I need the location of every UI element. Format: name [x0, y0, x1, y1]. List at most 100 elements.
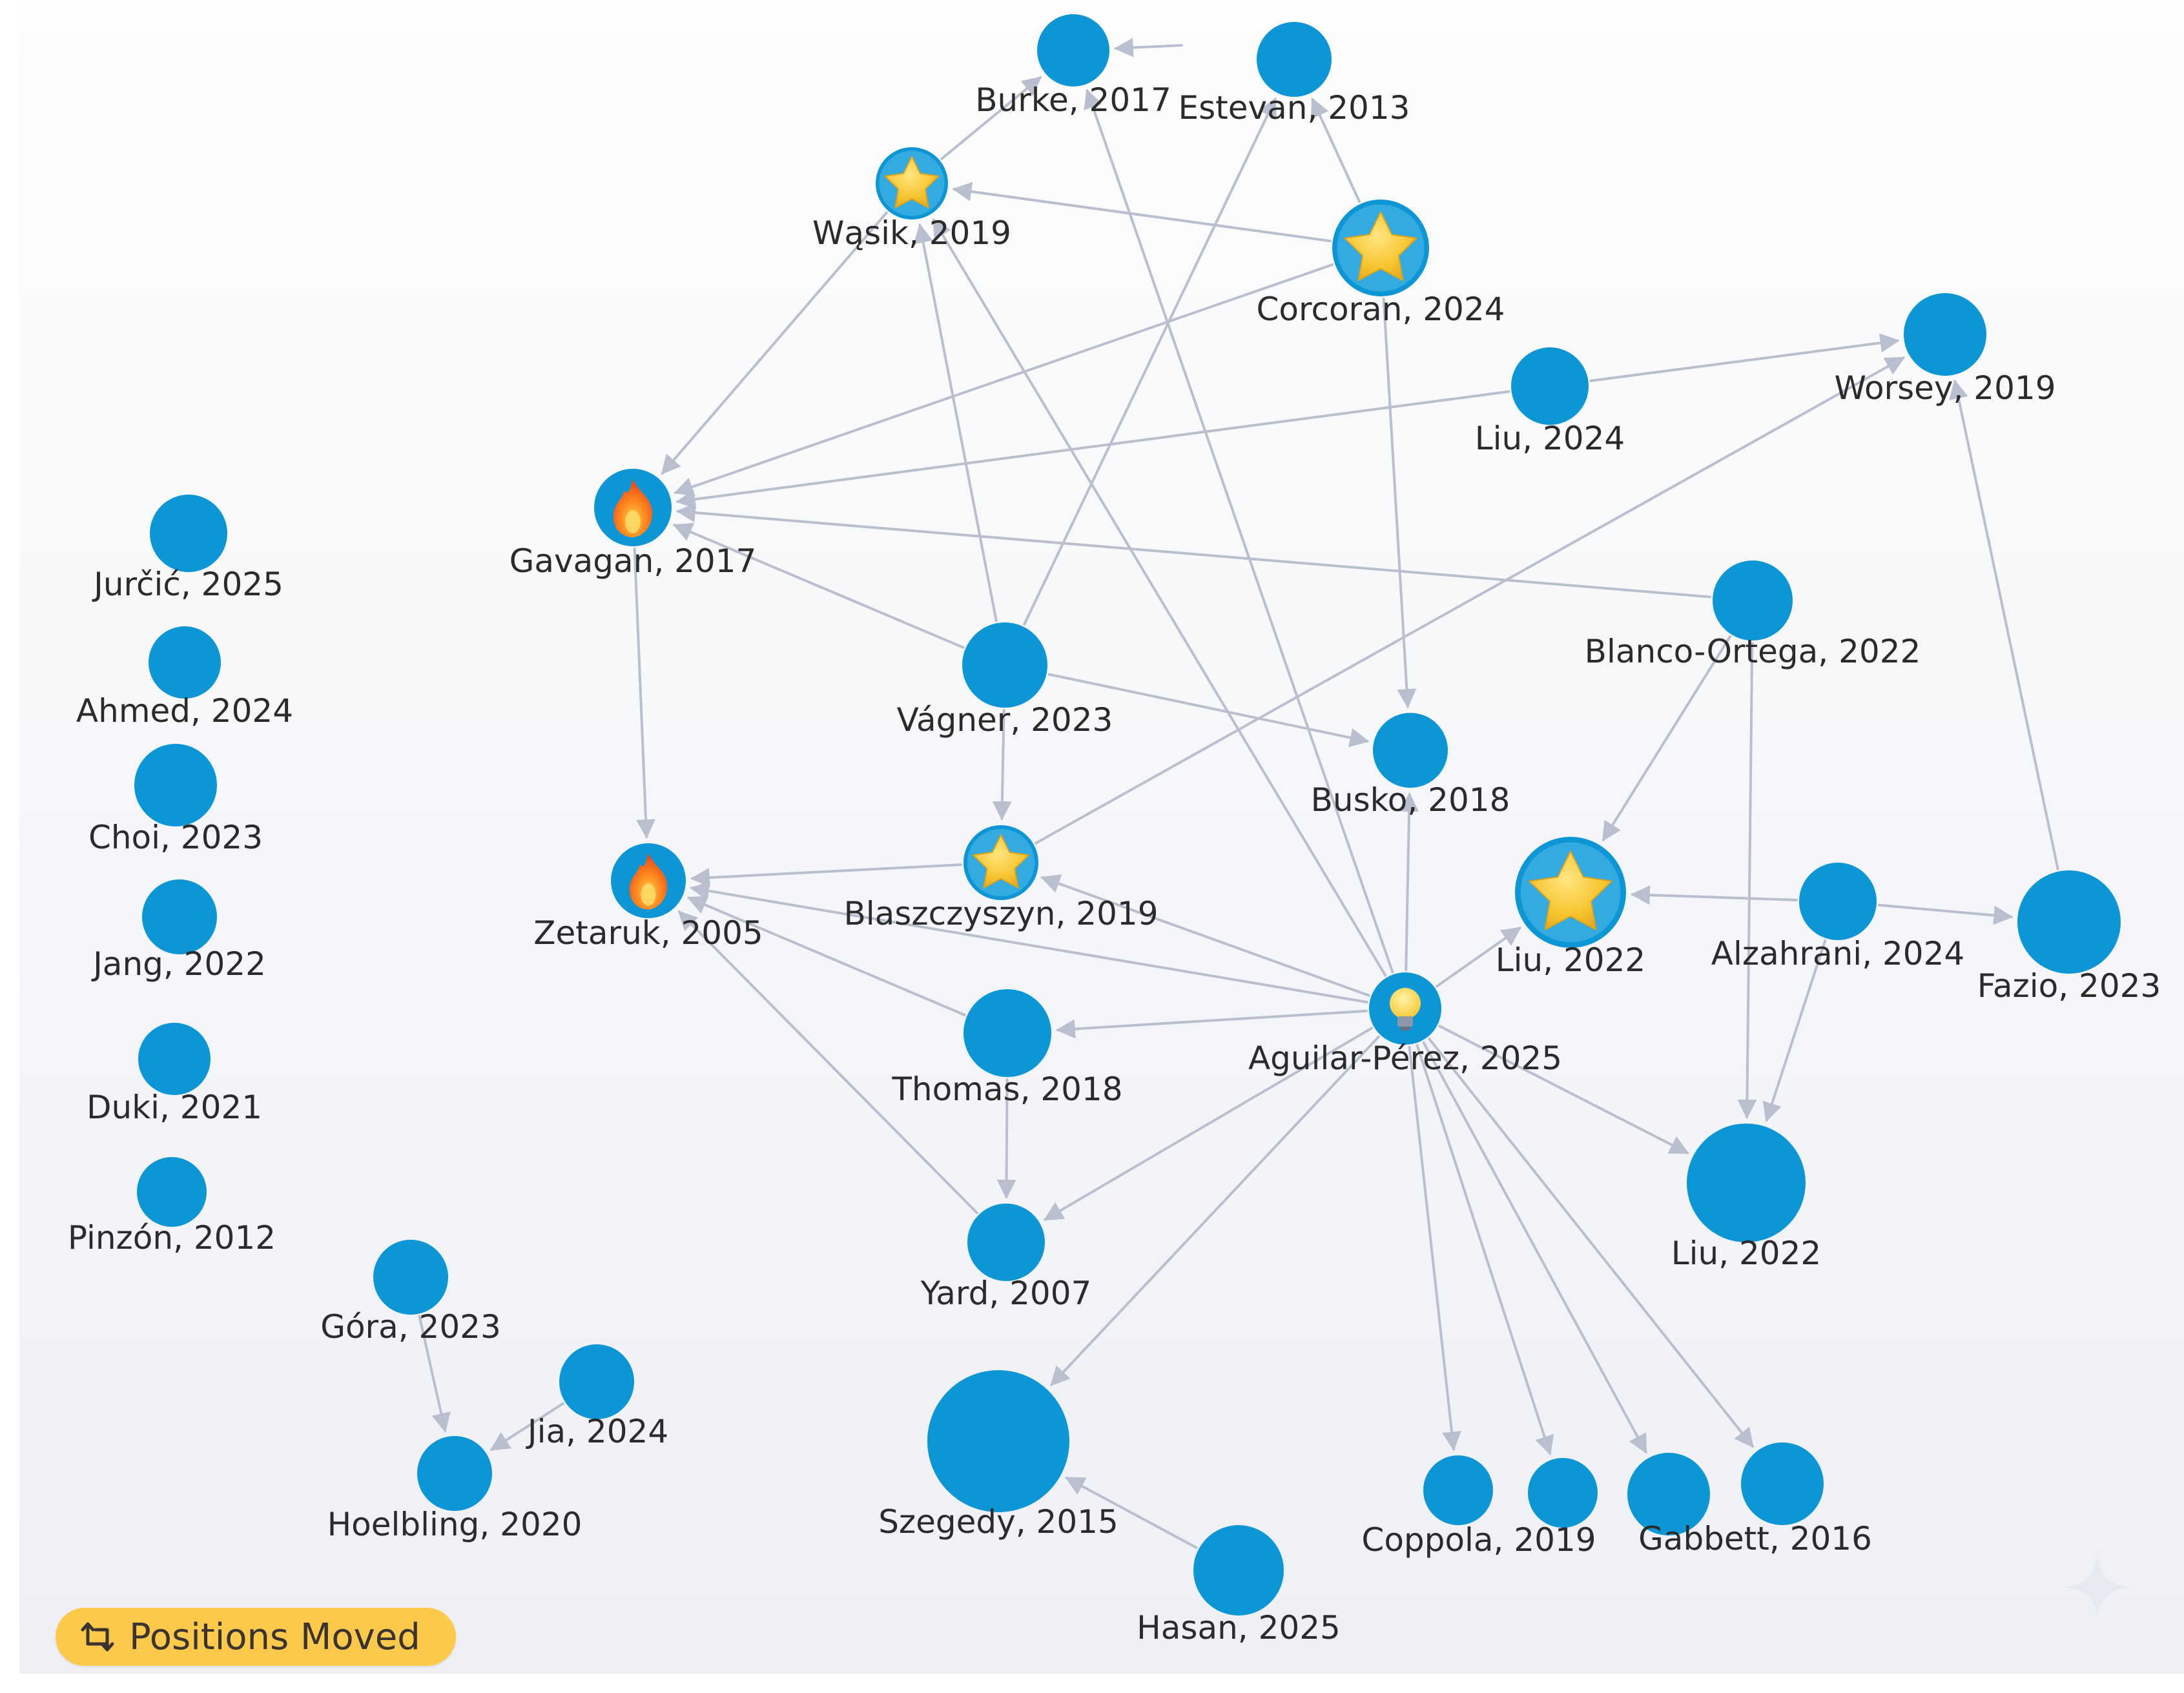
- node-circle[interactable]: [1904, 293, 1986, 376]
- bottom-border: [0, 1674, 2184, 1693]
- node-circle[interactable]: [150, 495, 227, 572]
- fire-icon: [613, 479, 653, 537]
- edge-vagner2023-to-blaszczyszyn2019: [992, 708, 1012, 821]
- node-unlabeled2[interactable]: [1627, 1453, 1710, 1535]
- edge-aguilar2025-to-liu2022b: [1438, 1025, 1689, 1154]
- node-label: Liu, 2022: [1671, 1235, 1821, 1272]
- node-gora2023[interactable]: [373, 1240, 448, 1315]
- node-vagner2023[interactable]: [962, 622, 1047, 708]
- node-circle[interactable]: [1373, 713, 1448, 788]
- edge-hasan2025-to-szegedy2015: [1065, 1476, 1198, 1549]
- edge-corcoran2024-to-estevan2013: [1310, 97, 1361, 203]
- node-busko2018[interactable]: [1373, 713, 1448, 788]
- node-blaszczyszyn2019[interactable]: [963, 825, 1038, 900]
- node-circle[interactable]: [149, 626, 221, 699]
- edge-jia2024-to-hoelbling2020: [489, 1402, 564, 1452]
- node-circle[interactable]: [1799, 863, 1877, 940]
- node-label: Liu, 2024: [1475, 420, 1625, 457]
- fire-icon: [629, 853, 668, 910]
- node-corcoran2024[interactable]: [1332, 200, 1429, 296]
- node-circle[interactable]: [1687, 1124, 1806, 1242]
- node-hasan2025[interactable]: [1193, 1525, 1284, 1616]
- node-jia2024[interactable]: [559, 1344, 634, 1419]
- node-circle[interactable]: [1193, 1525, 1284, 1616]
- node-circle[interactable]: [1037, 14, 1109, 87]
- node-circle[interactable]: [1741, 1442, 1824, 1525]
- node-liu2024[interactable]: [1511, 347, 1589, 425]
- node-liu2022a[interactable]: [1515, 837, 1626, 948]
- node-label: Alzahrani, 2024: [1711, 935, 1964, 972]
- node-circle[interactable]: [138, 1023, 211, 1095]
- node-label: Gavagan, 2017: [510, 542, 757, 580]
- node-thomas2018[interactable]: [963, 989, 1051, 1077]
- node-gavagan2017[interactable]: [594, 469, 672, 546]
- edge-yard2007-to-zetaruk2005: [677, 910, 978, 1215]
- badge-label: Positions Moved: [129, 1616, 420, 1658]
- edge-aguilar2025-to-unlabeled1: [1416, 1044, 1554, 1455]
- star-icon: [884, 156, 940, 209]
- node-duki2021[interactable]: [138, 1023, 211, 1095]
- node-jang2022[interactable]: [142, 879, 217, 954]
- node-label: Jang, 2022: [91, 945, 266, 983]
- node-gabbett2016[interactable]: [1741, 1442, 1824, 1525]
- node-circle[interactable]: [373, 1240, 448, 1315]
- node-yard2007[interactable]: [967, 1204, 1045, 1281]
- node-burke2017[interactable]: [1037, 14, 1109, 87]
- node-circle[interactable]: [962, 622, 1047, 708]
- edge-fazio2023-to-worsey2019: [1949, 379, 2059, 870]
- sparkle-icon: [2064, 1554, 2131, 1621]
- node-circle[interactable]: [1423, 1455, 1493, 1525]
- node-estevan2013[interactable]: [1257, 22, 1332, 97]
- star-icon: [1529, 850, 1612, 930]
- node-circle[interactable]: [2017, 870, 2121, 974]
- nodes-layer: [134, 14, 2121, 1616]
- node-worsey2019[interactable]: [1904, 293, 1986, 376]
- edge-alzahrani2024-to-liu2022a: [1630, 885, 1798, 905]
- node-circle[interactable]: [963, 989, 1051, 1077]
- node-circle[interactable]: [417, 1436, 492, 1511]
- node-szegedy2015[interactable]: [927, 1370, 1069, 1512]
- edge-vagner2023-to-estevan2013: [1023, 97, 1277, 626]
- node-circle[interactable]: [1511, 347, 1589, 425]
- edge-vagner2023-to-wasik2019: [913, 223, 998, 622]
- node-label: Jurčić, 2025: [92, 566, 283, 603]
- node-circle[interactable]: [927, 1370, 1069, 1512]
- edge-aguilar2025-to-busko2018: [1399, 792, 1419, 972]
- node-liu2022b[interactable]: [1687, 1124, 1806, 1242]
- node-circle[interactable]: [1713, 560, 1793, 641]
- edge-topunlabeled-to-burke2017: [1113, 37, 1184, 57]
- node-label: Blanco-Ortega, 2022: [1585, 633, 1921, 670]
- node-circle[interactable]: [1528, 1458, 1598, 1528]
- node-ahmed2024[interactable]: [149, 626, 221, 699]
- edge-aguilar2025-to-szegedy2015: [1050, 1035, 1380, 1386]
- node-wasik2019[interactable]: [876, 147, 948, 220]
- lightbulb-icon: [1390, 988, 1421, 1031]
- node-fazio2023[interactable]: [2017, 870, 2121, 974]
- node-circle[interactable]: [1257, 22, 1332, 97]
- node-circle[interactable]: [137, 1157, 207, 1227]
- node-circle[interactable]: [134, 744, 217, 826]
- node-circle[interactable]: [967, 1204, 1045, 1281]
- node-pinzon2012[interactable]: [137, 1157, 207, 1227]
- node-circle[interactable]: [559, 1344, 634, 1419]
- node-label: Szegedy, 2015: [878, 1503, 1118, 1541]
- node-circle[interactable]: [1627, 1453, 1710, 1535]
- node-zetaruk2005[interactable]: [611, 843, 686, 918]
- node-circle[interactable]: [142, 879, 217, 954]
- edge-thomas2018-to-yard2007: [996, 1078, 1016, 1200]
- positions-moved-badge[interactable]: Positions Moved: [56, 1608, 456, 1666]
- node-aguilar2025[interactable]: [1369, 972, 1441, 1045]
- node-blanco2022[interactable]: [1713, 560, 1793, 641]
- node-jurcic2025[interactable]: [150, 495, 227, 572]
- node-alzahrani2024[interactable]: [1799, 863, 1877, 940]
- edge-thomas2018-to-zetaruk2005: [686, 896, 966, 1016]
- node-hoelbling2020[interactable]: [417, 1436, 492, 1511]
- node-coppola2019[interactable]: [1423, 1455, 1493, 1525]
- edge-vagner2023-to-gavagan2017: [672, 523, 965, 649]
- node-unlabeled1[interactable]: [1528, 1458, 1598, 1528]
- node-choi2023[interactable]: [134, 744, 217, 826]
- edge-aguilar2025-to-unlabeled2: [1422, 1041, 1647, 1454]
- node-label: Gabbett, 2016: [1638, 1520, 1872, 1557]
- edge-corcoran2024-to-gavagan2017: [674, 263, 1334, 497]
